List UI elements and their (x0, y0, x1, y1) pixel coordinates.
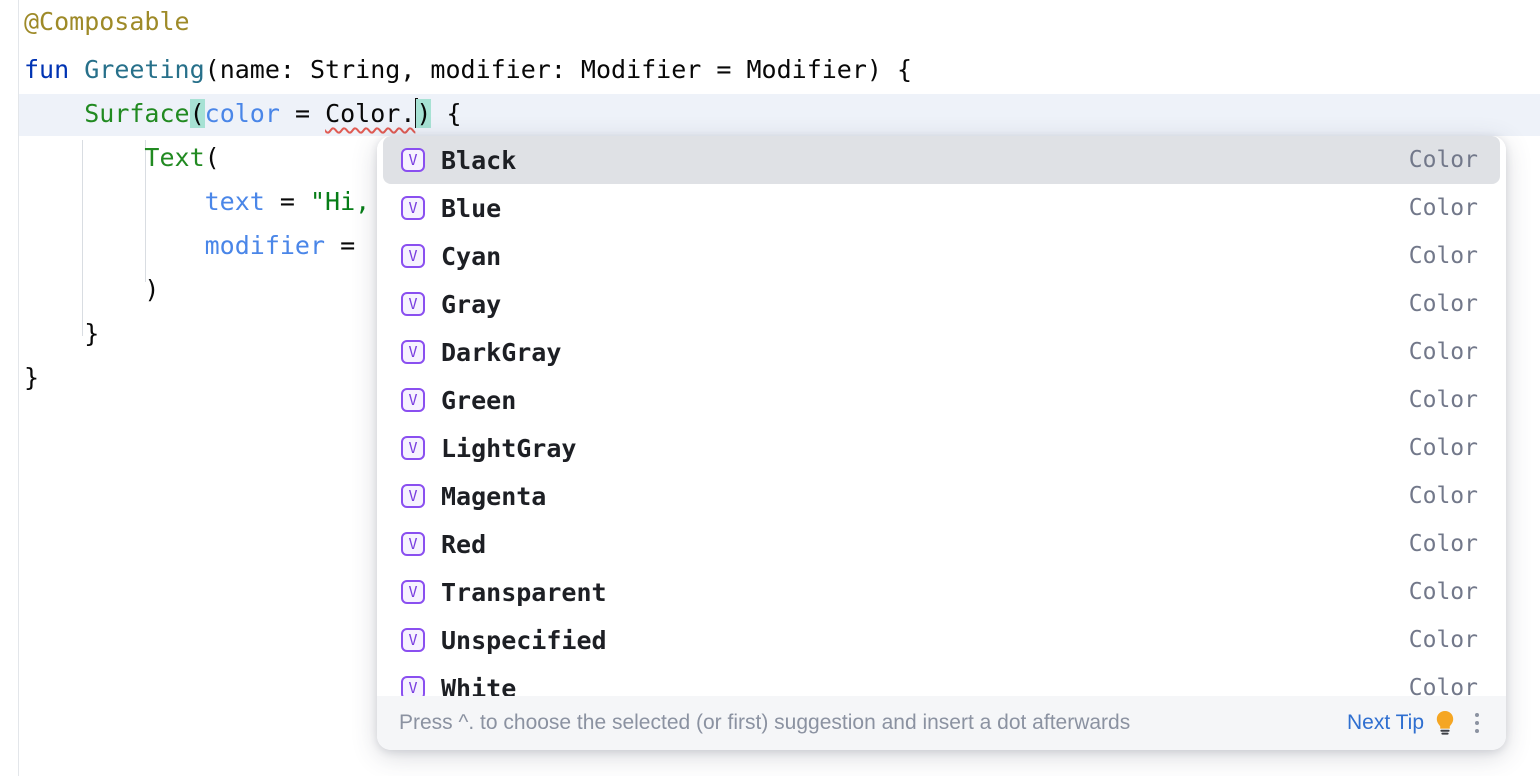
completion-item-label: Blue (441, 193, 502, 223)
matching-paren-close: ) (416, 99, 432, 128)
close-brace-outer: } (24, 363, 40, 392)
indent (24, 275, 144, 304)
completion-item-cyan[interactable]: V Cyan Color (383, 232, 1500, 280)
indent (24, 187, 205, 216)
function-name-greeting: Greeting (84, 55, 205, 84)
property-value-icon: V (401, 292, 425, 316)
current-line-highlight (19, 94, 1540, 136)
completion-item-label: Magenta (441, 481, 547, 511)
completion-item-blue[interactable]: V Blue Color (383, 184, 1500, 232)
named-arg-modifier: modifier (204, 231, 326, 260)
property-value-icon: V (401, 628, 425, 652)
property-value-icon: V (401, 532, 425, 556)
code-line-function-signature: fun Greeting(name: String, modifier: Mod… (24, 48, 912, 92)
lightbulb-icon (1434, 709, 1456, 737)
completion-footer: Press ^. to choose the selected (or firs… (377, 696, 1506, 750)
completion-item-label: Transparent (441, 577, 607, 607)
completion-item-darkgray[interactable]: V DarkGray Color (383, 328, 1500, 376)
completion-item-magenta[interactable]: V Magenta Color (383, 472, 1500, 520)
equals-sign: = (325, 231, 371, 260)
completion-item-type: Color (1408, 243, 1478, 269)
gutter-divider (18, 0, 19, 776)
completion-item-type: Color (1408, 339, 1478, 365)
function-call-surface: Surface (84, 99, 190, 128)
completion-item-white[interactable]: V White Color (383, 664, 1500, 698)
code-line-modifier-arg: modifier = (24, 224, 370, 268)
function-call-text: Text (144, 143, 205, 172)
property-value-icon: V (401, 580, 425, 604)
open-brace: { (431, 99, 462, 128)
tip-text: Press ^. to choose the selected (or firs… (399, 711, 1131, 734)
completion-item-label: White (441, 673, 517, 699)
property-value-icon: V (401, 388, 425, 412)
code-line-text-close: ) (24, 268, 159, 312)
annotation-token: @Composable (24, 7, 190, 36)
completion-item-type: Color (1408, 627, 1478, 653)
property-value-icon: V (401, 676, 425, 698)
completion-item-label: Cyan (441, 241, 502, 271)
close-brace-inner: } (84, 319, 100, 348)
completion-item-label: Red (441, 529, 487, 559)
close-paren: ) (144, 275, 160, 304)
unresolved-color-reference: Color. (325, 99, 416, 128)
indent (24, 319, 84, 348)
indent-guide (145, 140, 146, 282)
completion-item-type: Color (1408, 147, 1478, 173)
completion-item-transparent[interactable]: V Transparent Color (383, 568, 1500, 616)
completion-item-gray[interactable]: V Gray Color (383, 280, 1500, 328)
more-options-icon[interactable] (1466, 709, 1488, 737)
completion-item-label: Unspecified (441, 625, 607, 655)
space (69, 55, 84, 84)
paren: ( (204, 143, 220, 172)
matching-paren-open: ( (189, 99, 205, 128)
completion-item-type: Color (1408, 579, 1478, 605)
completion-item-label: Gray (441, 289, 502, 319)
completion-item-label: Black (441, 145, 517, 175)
property-value-icon: V (401, 196, 425, 220)
dot (1475, 721, 1479, 725)
completion-item-unspecified[interactable]: V Unspecified Color (383, 616, 1500, 664)
property-value-icon: V (401, 484, 425, 508)
equals-sign: = (264, 187, 310, 216)
property-value-icon: V (401, 148, 425, 172)
named-arg-text: text (204, 187, 265, 216)
indent (24, 143, 144, 172)
code-line-surface: Surface(color = Color.) { (24, 92, 462, 136)
code-line-text-arg: text = "Hi, (24, 180, 371, 224)
named-arg-color: color (204, 99, 280, 128)
completion-item-type: Color (1408, 291, 1478, 317)
completion-item-black[interactable]: V Black Color (383, 136, 1500, 184)
indent (24, 231, 205, 260)
completion-item-label: LightGray (441, 433, 577, 463)
completion-item-type: Color (1408, 435, 1478, 461)
property-value-icon: V (401, 244, 425, 268)
completion-item-type: Color (1408, 195, 1478, 221)
dot (1475, 729, 1479, 733)
code-line-close-surface: } (24, 312, 99, 356)
completion-item-label: DarkGray (441, 337, 562, 367)
completion-item-green[interactable]: V Green Color (383, 376, 1500, 424)
code-line-annotation: @Composable (24, 0, 190, 44)
equals-sign: = (279, 99, 326, 128)
signature-rest: (name: String, modifier: Modifier = Modi… (204, 55, 913, 84)
string-literal: "Hi, (310, 187, 371, 216)
completion-item-red[interactable]: V Red Color (383, 520, 1500, 568)
indent (24, 99, 84, 128)
property-value-icon: V (401, 436, 425, 460)
completion-item-type: Color (1408, 387, 1478, 413)
dot (1475, 713, 1479, 717)
completion-item-type: Color (1408, 675, 1478, 698)
completion-item-type: Color (1408, 483, 1478, 509)
completion-item-lightgray[interactable]: V LightGray Color (383, 424, 1500, 472)
indent-guide (82, 140, 83, 336)
code-line-close-function: } (24, 356, 39, 400)
property-value-icon: V (401, 340, 425, 364)
completion-item-type: Color (1408, 531, 1478, 557)
keyword-fun: fun (24, 55, 70, 84)
next-tip-link[interactable]: Next Tip (1346, 711, 1424, 734)
completion-item-label: Green (441, 385, 517, 415)
code-line-text-open: Text( (24, 136, 220, 180)
